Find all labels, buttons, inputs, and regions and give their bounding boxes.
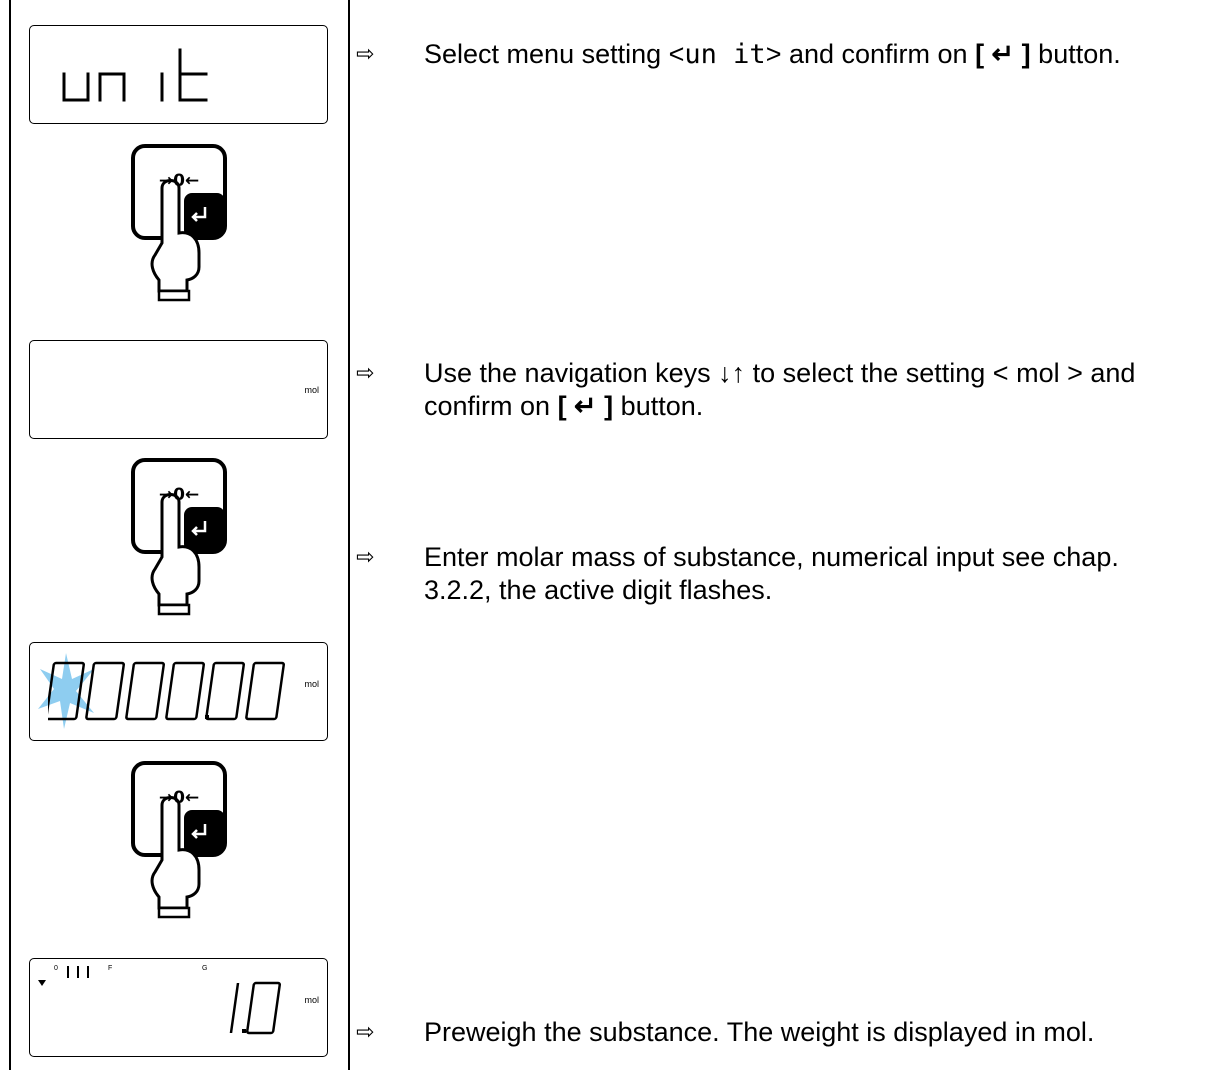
step-arrow-icon: ⇨: [356, 42, 375, 67]
unit-indicator-mol: mol: [304, 995, 319, 1005]
flash-star-icon: [38, 653, 94, 729]
zero-indicator: 0: [54, 965, 58, 972]
zero-enter-button-3[interactable]: →0←: [129, 760, 229, 920]
zero-enter-button-2[interactable]: →0←: [129, 457, 229, 617]
unit-indicator-mol: mol: [304, 679, 319, 689]
stability-bars-icon: [67, 966, 89, 978]
step-text: Use the navigation keys ↓↑ to select the…: [424, 358, 1136, 421]
step-arrow-icon: ⇨: [356, 361, 375, 386]
step-arrow-icon: ⇨: [356, 1020, 375, 1045]
enter-key-ref: [ ↵ ]: [557, 391, 614, 421]
step-arrow-icon: ⇨: [356, 545, 375, 570]
f-indicator: F: [108, 965, 113, 972]
enter-key-ref: [ ↵ ]: [975, 39, 1031, 69]
zero-key-label: →0←: [158, 788, 200, 808]
display-molar-input: mol: [29, 642, 328, 741]
left-column-divider-left: [9, 0, 11, 1070]
left-column-divider-right: [348, 0, 350, 1070]
g-indicator: G: [202, 965, 208, 972]
seven-seg-result-value: [229, 981, 282, 1035]
step-text: Preweigh the substance. The weight is di…: [424, 1017, 1095, 1047]
zero-enter-button-1[interactable]: →0←: [129, 143, 229, 303]
unit-indicator-mol: mol: [304, 385, 319, 395]
seven-seg-unit-text: [62, 48, 208, 102]
step-text: Select menu setting <un it> and confirm …: [424, 39, 1121, 70]
display-unit-select: mol: [29, 340, 328, 439]
zero-key-label: →0←: [158, 171, 200, 191]
seven-seg-molar-value: [48, 661, 286, 721]
display-result: 0 F G mol: [29, 958, 328, 1057]
display-unit-menu: [29, 25, 328, 124]
segment-code: un it: [684, 39, 766, 70]
stable-arrows-icon: [38, 980, 46, 986]
step-text: Enter molar mass of substance, numerical…: [424, 542, 1119, 605]
zero-key-label: →0←: [158, 485, 200, 505]
